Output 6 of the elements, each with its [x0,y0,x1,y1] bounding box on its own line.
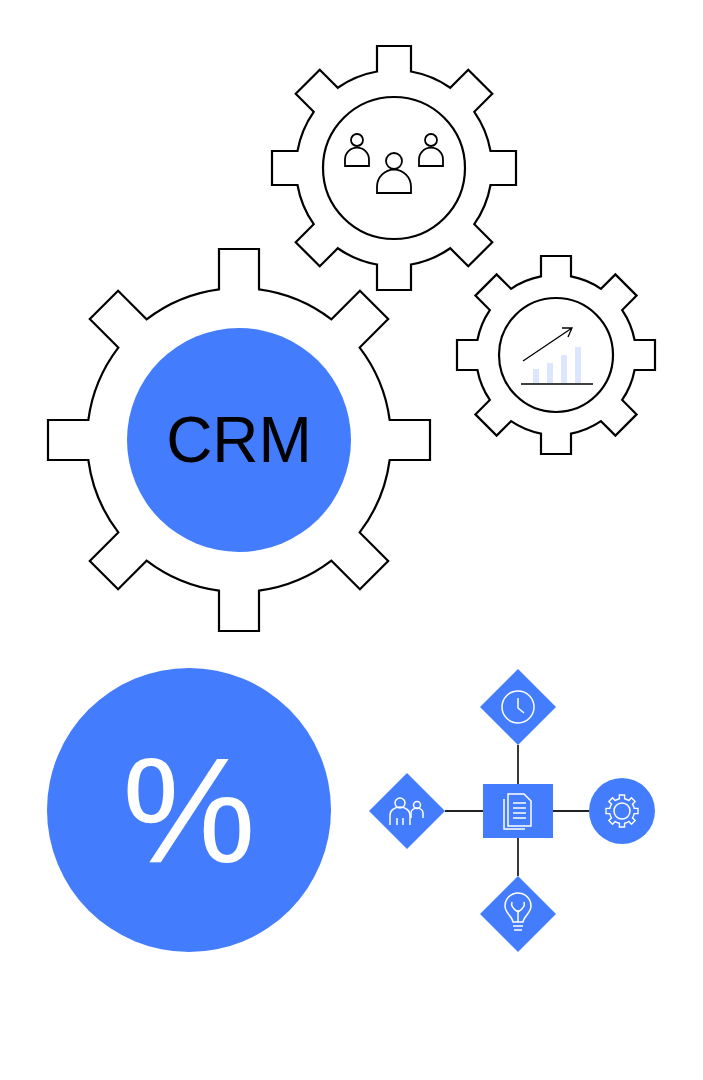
gear-label: CRM [166,408,312,472]
connector-line [517,837,519,877]
connector-line [517,744,519,785]
percent-sign: % [122,735,256,885]
connector-line [552,810,590,812]
connector-line [444,810,484,812]
